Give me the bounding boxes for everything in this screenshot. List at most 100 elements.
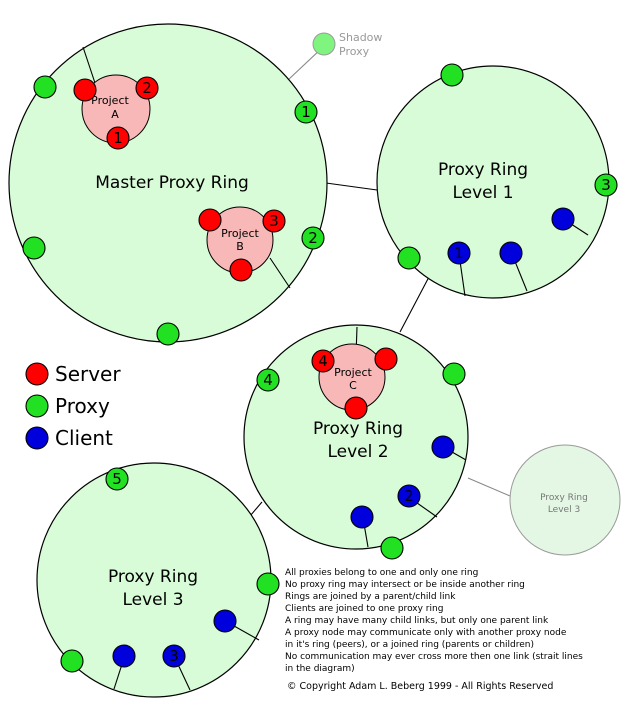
proxy-number: 2 bbox=[308, 229, 318, 247]
legend-client-label: Client bbox=[55, 426, 113, 450]
server-node bbox=[229, 258, 253, 282]
server-node-circle bbox=[198, 208, 222, 232]
proxy-node bbox=[60, 649, 84, 673]
link-master-level1 bbox=[325, 182, 378, 191]
server-number: 1 bbox=[113, 129, 123, 147]
server-node: 4 bbox=[311, 349, 335, 373]
level3-faint-title-line1: Proxy Ring bbox=[540, 493, 588, 503]
note-line: No proxy ring may intersect or be inside… bbox=[285, 580, 525, 590]
client-node bbox=[551, 207, 575, 231]
link-level1-level2 bbox=[399, 274, 431, 333]
server-node-circle bbox=[374, 347, 398, 371]
level3-ring-title-line1: Proxy Ring bbox=[108, 567, 198, 587]
proxy-node: 4 bbox=[256, 368, 280, 392]
server-node: 3 bbox=[262, 209, 286, 233]
server-node-circle bbox=[229, 258, 253, 282]
client-node: 3 bbox=[162, 644, 186, 668]
level1-ring-title-line1: Proxy Ring bbox=[438, 160, 528, 180]
level3-ring-title-line2: Level 3 bbox=[122, 590, 183, 610]
client-node-circle bbox=[162, 644, 186, 668]
note-line: A ring may have many child links, but on… bbox=[285, 616, 549, 626]
proxy-node bbox=[397, 246, 421, 270]
level2-ring-title-line2: Level 2 bbox=[327, 442, 388, 462]
client-node bbox=[112, 644, 136, 668]
proxy-node bbox=[33, 75, 57, 99]
proxy-node: 1 bbox=[294, 100, 318, 124]
client-node-circle bbox=[447, 241, 471, 265]
client-node-circle bbox=[397, 484, 421, 508]
proxy-node-circle bbox=[594, 173, 618, 197]
project-a-label-line2: A bbox=[111, 108, 119, 121]
note-line: No communication may ever cross more the… bbox=[285, 652, 583, 662]
copyright-notice: © Copyright Adam L. Beberg 1999 - All Ri… bbox=[287, 681, 553, 692]
server-number: 3 bbox=[269, 212, 279, 230]
note-line: Rings are joined by a parent/child link bbox=[285, 592, 456, 602]
server-node bbox=[374, 347, 398, 371]
link-project-b bbox=[269, 257, 291, 289]
legend-server-swatch bbox=[25, 362, 49, 386]
server-node-circle bbox=[311, 349, 335, 373]
proxy-ring-level-3-faint bbox=[509, 444, 621, 556]
server-number: 2 bbox=[142, 79, 152, 97]
proxy-node: 5 bbox=[105, 467, 129, 491]
proxy-node-circle bbox=[294, 100, 318, 124]
client-node bbox=[499, 241, 523, 265]
project-c-label-line2: C bbox=[349, 379, 357, 392]
link-project-a bbox=[82, 46, 96, 84]
note-line: in it's ring (peers), or a joined ring (… bbox=[285, 640, 534, 650]
shadow-proxy-label-line2: Proxy bbox=[339, 45, 370, 58]
server-node-circle bbox=[106, 126, 130, 150]
proxy-node-circle bbox=[105, 467, 129, 491]
server-node bbox=[198, 208, 222, 232]
proxy-node bbox=[22, 236, 46, 260]
level3-faint-title-line2: Level 3 bbox=[548, 505, 580, 515]
project-b-label-line2: B bbox=[236, 240, 244, 253]
server-node bbox=[344, 396, 368, 420]
client-node bbox=[213, 609, 237, 633]
link-level2-level3-faint bbox=[467, 477, 511, 497]
level2-ring-title-line1: Proxy Ring bbox=[313, 419, 403, 439]
link-master-shadow-proxy bbox=[287, 47, 323, 81]
legend-proxy-label: Proxy bbox=[55, 394, 110, 418]
legend: Server Proxy Client bbox=[25, 362, 121, 450]
proxy-node bbox=[442, 362, 466, 386]
server-node-circle bbox=[344, 396, 368, 420]
proxy-node-circle bbox=[301, 226, 325, 250]
server-node-circle bbox=[135, 76, 159, 100]
rules-notes: All proxies belong to one and only one r… bbox=[285, 568, 583, 674]
proxy-node bbox=[256, 572, 280, 596]
client-number: 2 bbox=[404, 487, 414, 505]
client-node: 1 bbox=[447, 241, 471, 265]
client-number: 1 bbox=[454, 244, 464, 262]
proxy-number: 3 bbox=[601, 176, 611, 194]
server-node-circle bbox=[73, 78, 97, 102]
proxy-number: 1 bbox=[301, 103, 311, 121]
server-node: 1 bbox=[106, 126, 130, 150]
note-line: Clients are joined to one proxy ring bbox=[285, 604, 443, 614]
server-number: 4 bbox=[318, 352, 328, 370]
project-b-label-line1: Project bbox=[221, 227, 259, 240]
shadow-proxy-label-line1: Shadow bbox=[339, 31, 382, 44]
client-node: 2 bbox=[397, 484, 421, 508]
proxy-node-circle bbox=[256, 368, 280, 392]
legend-server-label: Server bbox=[55, 362, 121, 386]
client-node bbox=[350, 505, 374, 529]
proxy-node bbox=[380, 536, 404, 560]
proxy-node bbox=[440, 63, 464, 87]
note-line: All proxies belong to one and only one r… bbox=[285, 568, 478, 578]
project-a-label-line1: Project bbox=[91, 94, 129, 107]
note-line: A proxy node may communicate only with a… bbox=[285, 628, 567, 638]
proxy-node: 3 bbox=[594, 173, 618, 197]
legend-proxy-swatch bbox=[25, 394, 49, 418]
proxy-node: 2 bbox=[301, 226, 325, 250]
legend-client-swatch bbox=[25, 426, 49, 450]
proxy-number: 4 bbox=[263, 371, 273, 389]
shadow-proxy-node bbox=[312, 32, 336, 56]
proxy-node bbox=[156, 322, 180, 346]
level1-ring-title-line2: Level 1 bbox=[452, 183, 513, 203]
client-node bbox=[431, 435, 455, 459]
proxy-number: 5 bbox=[112, 470, 122, 488]
server-node: 2 bbox=[135, 76, 159, 100]
client-number: 3 bbox=[169, 647, 179, 665]
